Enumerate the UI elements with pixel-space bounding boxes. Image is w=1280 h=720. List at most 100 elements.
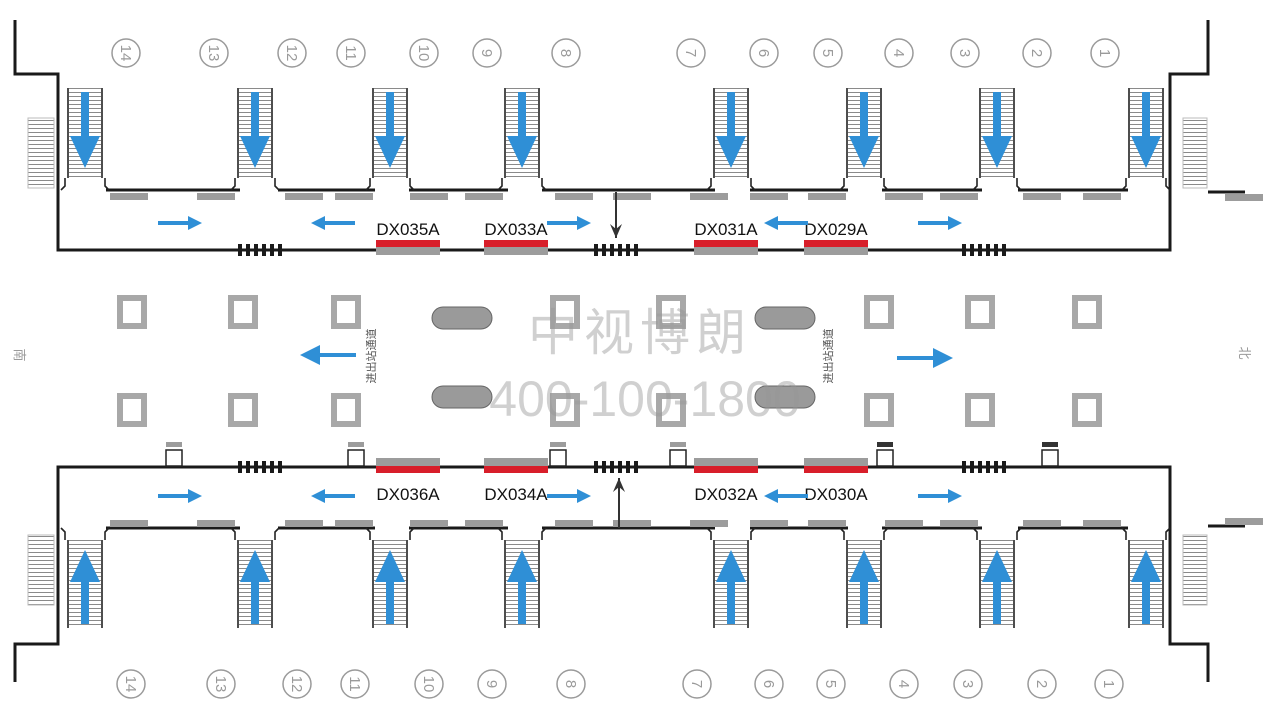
escalator-down-arrow-icon xyxy=(716,92,746,168)
barrier-tick xyxy=(1002,461,1006,473)
barrier-tick xyxy=(978,461,982,473)
escalator xyxy=(972,527,1022,628)
pillar xyxy=(965,393,995,427)
barrier-tick xyxy=(986,461,990,473)
barrier-tick xyxy=(238,461,242,473)
platform-mark xyxy=(1083,193,1121,200)
gate-label: 7 xyxy=(688,680,705,688)
gate-label: 11 xyxy=(342,45,359,61)
gate-label: 3 xyxy=(956,49,973,57)
door-cap xyxy=(348,442,364,447)
escalator-down-arrow-icon xyxy=(982,92,1012,168)
platform-mark xyxy=(197,520,235,527)
gate-circle xyxy=(477,669,507,699)
escalator-notch xyxy=(230,527,236,540)
gate-label: 1 xyxy=(1100,680,1117,688)
gate-label: 8 xyxy=(557,49,574,57)
gate-label: 13 xyxy=(212,676,229,693)
flow-direction-arrow-icon xyxy=(547,216,591,230)
flow-direction-arrow-icon xyxy=(918,489,962,503)
gate-circle xyxy=(816,669,846,699)
gate-number: 1 xyxy=(1090,38,1120,68)
ad-panel: DX034A xyxy=(484,458,548,504)
barrier-tick xyxy=(634,461,638,473)
escalator-notch xyxy=(541,527,547,540)
gate-label: 6 xyxy=(755,49,772,57)
escalator xyxy=(706,527,756,628)
ad-code-label: DX031A xyxy=(694,220,758,239)
escalator-up-arrow-icon xyxy=(849,550,879,624)
side-stairs xyxy=(1182,534,1208,606)
platform-mark xyxy=(110,193,148,200)
flow-direction-arrow-icon xyxy=(764,489,808,503)
entry-arrow-icon xyxy=(610,192,622,238)
flow-arrow-shape xyxy=(311,489,355,503)
escalator-notch xyxy=(274,178,280,191)
platform-mark xyxy=(940,520,978,527)
barrier-tick xyxy=(994,244,998,256)
flow-direction-arrow-icon xyxy=(897,348,953,368)
escalator-up-arrow-icon xyxy=(375,550,405,624)
entry-arrow-head xyxy=(613,478,625,492)
escalator-notch xyxy=(1165,527,1171,540)
ad-bar-red xyxy=(804,466,868,473)
pillar xyxy=(550,393,580,427)
door-box xyxy=(347,449,365,467)
gate-number: 1 xyxy=(1094,669,1124,699)
pillars-layer xyxy=(117,295,1102,427)
flow-direction-arrow-icon xyxy=(764,216,808,230)
gate-circle xyxy=(277,38,307,68)
platform-mark xyxy=(1023,193,1061,200)
gate-label: 9 xyxy=(478,49,495,57)
entry-arrow-head xyxy=(610,224,622,238)
platform-mark xyxy=(613,193,651,200)
flow-direction-arrow-icon xyxy=(158,489,202,503)
barrier-tick xyxy=(610,461,614,473)
flow-arrow-shape xyxy=(158,216,202,230)
gate-circle xyxy=(682,669,712,699)
barrier-tick xyxy=(278,461,282,473)
escalator-notch xyxy=(1016,178,1022,191)
platform-mark xyxy=(465,193,503,200)
gate-number: 2 xyxy=(1027,669,1057,699)
escalator xyxy=(839,88,889,191)
escalator xyxy=(365,88,415,191)
platform-mark xyxy=(690,193,728,200)
barrier-tick xyxy=(602,461,606,473)
escalator-notch xyxy=(839,178,845,191)
escalator-notch xyxy=(230,178,236,191)
pillar xyxy=(656,295,686,329)
south-label: 南 xyxy=(11,348,27,361)
gate-number: 4 xyxy=(884,38,914,68)
gate-circle xyxy=(551,38,581,68)
gate-label: 11 xyxy=(346,676,363,692)
escalator xyxy=(60,88,110,191)
gate-number: 3 xyxy=(950,38,980,68)
gate-label: 14 xyxy=(117,45,134,62)
gate-number: 12 xyxy=(282,669,312,699)
gate-circle xyxy=(1090,38,1120,68)
bench xyxy=(431,385,493,409)
gate-number: 9 xyxy=(477,669,507,699)
ad-bar-grey xyxy=(694,247,758,255)
gate-label: 12 xyxy=(283,45,300,62)
bench xyxy=(431,306,493,330)
barrier-tick xyxy=(610,244,614,256)
platform-mark xyxy=(285,193,323,200)
gate-number: 2 xyxy=(1022,38,1052,68)
gate-number: 8 xyxy=(556,669,586,699)
escalator-notch xyxy=(274,527,280,540)
gate-circle xyxy=(409,38,439,68)
ad-panel: DX035A xyxy=(376,220,440,255)
barrier-tick xyxy=(594,461,598,473)
escalator-down-arrow-icon xyxy=(507,92,537,168)
escalator-notch xyxy=(1165,178,1171,191)
barrier-tick xyxy=(618,461,622,473)
gate-label: 6 xyxy=(760,680,777,688)
escalator-notch xyxy=(409,527,415,540)
corridor-arrow-shape xyxy=(300,345,356,365)
escalator-notch xyxy=(750,178,756,191)
ad-code-label: DX029A xyxy=(804,220,868,239)
flow-direction-arrow-icon xyxy=(300,345,356,365)
